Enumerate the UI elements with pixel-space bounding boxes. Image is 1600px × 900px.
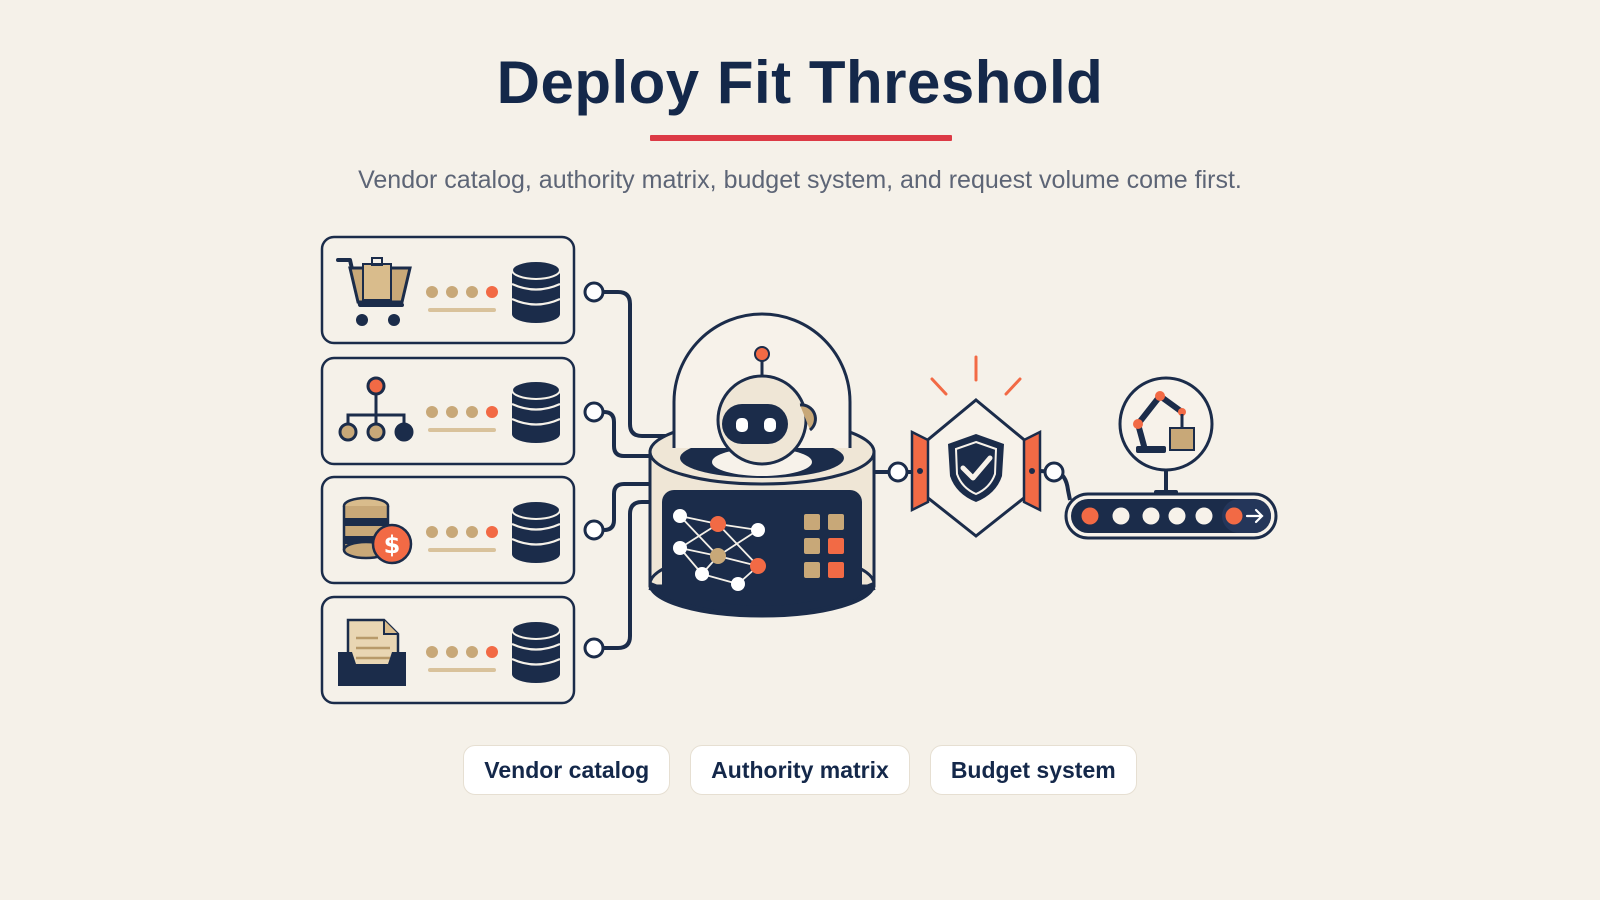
org-hierarchy-icon [338,376,414,442]
shopping-cart-icon [336,257,412,326]
source-chips: Vendor catalog Authority matrix Budget s… [0,745,1600,795]
page-subtitle: Vendor catalog, authority matrix, budget… [358,166,1242,194]
request-inbox-icon [338,618,406,686]
title-underline [650,135,952,141]
chip-authority-matrix: Authority matrix [690,745,910,795]
svg-text:$: $ [384,531,401,559]
robot-agent-hub [648,312,876,618]
source-card-authority [320,356,605,466]
robot-agent-icon [712,346,817,476]
shield-check-icon [948,434,1004,502]
page-title: Deploy Fit Threshold [496,49,1104,116]
chip-vendor-catalog: Vendor catalog [463,745,671,795]
source-card-request [320,595,605,705]
source-card-budget: $ [320,475,605,585]
budget-coins-icon: $ [342,496,413,565]
source-card-vendor [320,235,605,345]
chip-budget-system: Budget system [929,745,1137,795]
output-station [1064,376,1278,540]
robotic-arm-icon [1133,391,1195,453]
shield-gate [910,355,1042,538]
connector-lines [594,290,672,650]
control-buttons-grid [804,514,844,578]
